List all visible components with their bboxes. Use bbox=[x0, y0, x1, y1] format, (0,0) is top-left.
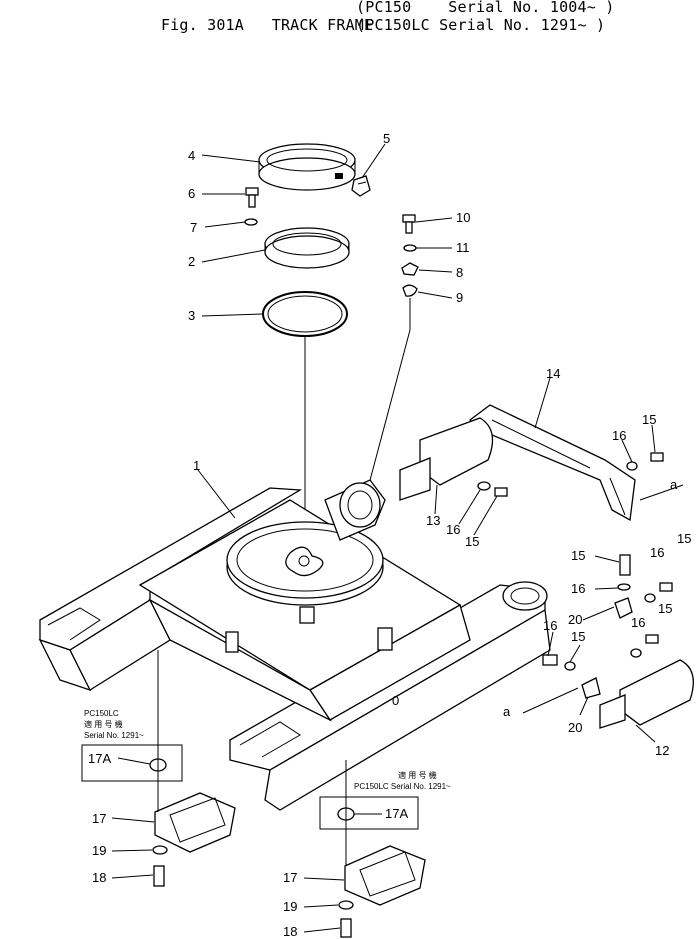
applicability-line-1: (PC150 Serial No. 1004~ ) bbox=[356, 0, 615, 16]
callout-15: 15 bbox=[465, 534, 479, 549]
part-8-plate bbox=[401, 262, 419, 276]
callout-8: 8 bbox=[456, 265, 463, 280]
callout-15: 15 bbox=[658, 601, 672, 616]
callout-5: 5 bbox=[383, 131, 390, 146]
callout-16: 15 bbox=[571, 629, 585, 644]
part-1-track-frame: 0 bbox=[38, 479, 551, 811]
part-11-washer bbox=[403, 244, 417, 252]
part-13-cover-plate bbox=[399, 417, 494, 501]
callout-20: 20 bbox=[568, 612, 582, 627]
callout-16: 16 bbox=[631, 615, 645, 630]
callout-17a-right: 17A bbox=[385, 806, 408, 821]
callout-16: 16 bbox=[612, 428, 626, 443]
callout-15: 15 bbox=[571, 548, 585, 563]
note-right-jp: 適 用 号 機 bbox=[398, 770, 437, 780]
part-14-bracket bbox=[469, 404, 636, 522]
figure-name: TRACK FRAME bbox=[271, 16, 374, 34]
callout-18: 18 bbox=[283, 924, 297, 939]
part-5-clamp bbox=[351, 175, 371, 197]
callout-19: 19 bbox=[92, 843, 106, 858]
part-7-washer bbox=[244, 218, 258, 226]
callout-7: 7 bbox=[190, 220, 197, 235]
callout-11: 11 bbox=[456, 240, 470, 255]
part-9-plug bbox=[402, 284, 418, 297]
callout-14: 14 bbox=[546, 366, 560, 381]
callout-17a-left: 17A bbox=[88, 751, 111, 766]
callout-1: 1 bbox=[193, 458, 200, 473]
part-3-seal-ring bbox=[262, 291, 348, 337]
callout-6: 6 bbox=[188, 186, 195, 201]
callout-19: 19 bbox=[283, 899, 297, 914]
applicability-notes: PC150LC 適 用 号 機 Serial No. 1291~ 適 用 号 機… bbox=[84, 709, 451, 791]
bolt-group-right bbox=[477, 452, 673, 699]
callout-13: 13 bbox=[426, 513, 440, 528]
callout-17: 17 bbox=[92, 811, 106, 826]
callout-15: 15 bbox=[642, 412, 656, 427]
callout-10: 10 bbox=[456, 210, 470, 225]
note-right-model-serial: PC150LC Serial No. 1291~ bbox=[354, 782, 451, 791]
callout-labels: 4 5 6 7 2 3 10 11 8 9 14 1 15 16 a 13 16… bbox=[88, 131, 691, 939]
note-left-jp: 適 用 号 機 bbox=[84, 719, 123, 729]
part-2-ring bbox=[264, 227, 350, 269]
callout-16: 16 bbox=[571, 581, 585, 596]
applicability-line-2: (PC150LC Serial No. 1291~ ) bbox=[356, 16, 606, 34]
callout-a: a bbox=[503, 704, 511, 719]
callout-15: 16 bbox=[543, 618, 557, 633]
part-18-bolt-right bbox=[340, 918, 352, 938]
callout-20: 20 bbox=[568, 720, 582, 735]
callout-4: 4 bbox=[188, 148, 195, 163]
note-left-serial: Serial No. 1291~ bbox=[84, 731, 144, 740]
note-left-model: PC150LC bbox=[84, 709, 119, 718]
callout-17: 17 bbox=[283, 870, 297, 885]
part-6-bolt bbox=[245, 187, 259, 208]
figure-title: Fig. 301A TRACK FRAME bbox=[124, 0, 373, 52]
part-17-cap-right bbox=[344, 845, 426, 906]
pc150lc-box-right bbox=[319, 796, 419, 830]
part-18-bolt-left bbox=[153, 865, 165, 887]
part-17-cap-left bbox=[154, 792, 236, 853]
svg-text:0: 0 bbox=[392, 693, 399, 708]
callout-2: 2 bbox=[188, 254, 195, 269]
callout-a: a bbox=[670, 477, 678, 492]
callout-3: 3 bbox=[188, 308, 195, 323]
callout-15: 15 bbox=[677, 531, 691, 546]
callout-16: 16 bbox=[446, 522, 460, 537]
pc150lc-box-left bbox=[81, 744, 183, 782]
callout-9: 9 bbox=[456, 290, 463, 305]
part-4-cover-ring bbox=[258, 143, 356, 191]
part-12-cover-plate bbox=[599, 659, 694, 729]
figure-number: Fig. 301A bbox=[160, 16, 245, 34]
callout-18: 18 bbox=[92, 870, 106, 885]
callout-16: 16 bbox=[650, 545, 664, 560]
callout-12: 12 bbox=[655, 743, 669, 758]
part-10-bolt bbox=[402, 214, 416, 234]
